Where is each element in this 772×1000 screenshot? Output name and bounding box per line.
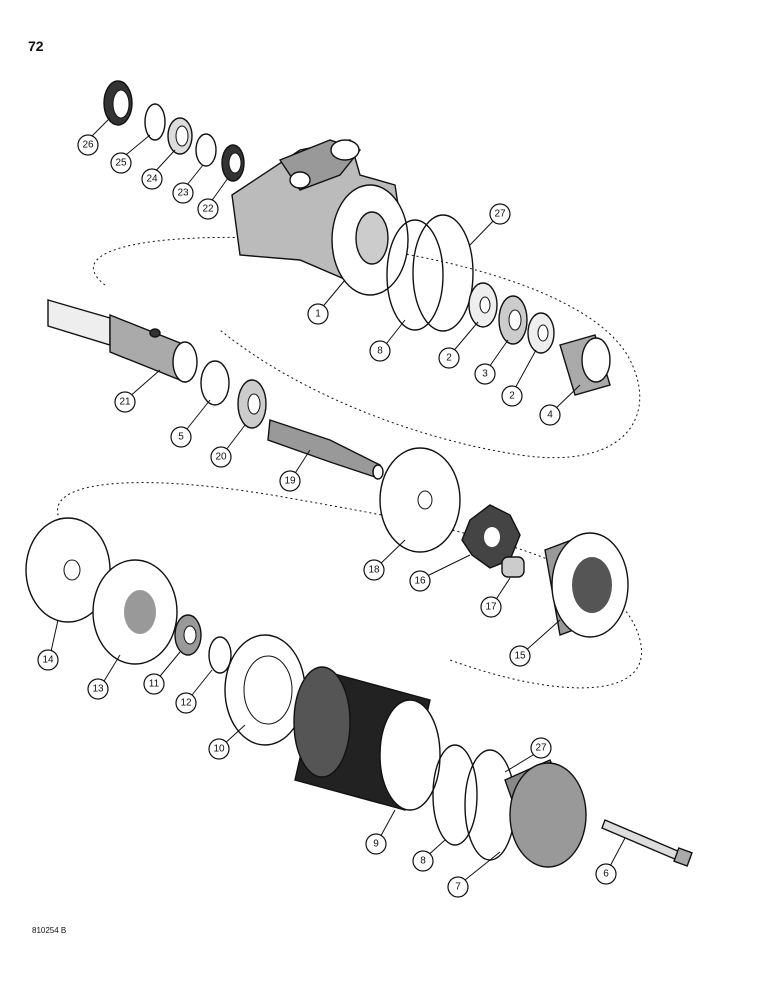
part-2-washer-b [527,312,555,354]
part-8-seal-ring-lower [432,744,478,846]
part-27-ring-lower [464,749,516,861]
part-14-end-plate [25,517,111,623]
svg-text:18: 18 [368,565,380,576]
callout-23: 23 [172,182,194,204]
part-20-needle-bearing [237,379,267,429]
callout-8-lower: 8 [412,850,434,872]
callout-27-upper: 27 [489,203,511,225]
part-10-spacer-plate [224,634,306,746]
svg-text:8: 8 [420,856,426,867]
svg-text:10: 10 [213,744,225,755]
svg-text:1: 1 [315,309,321,320]
svg-text:2: 2 [446,353,452,364]
callout-7: 7 [447,876,469,898]
svg-text:25: 25 [115,158,127,169]
svg-text:15: 15 [514,651,526,662]
svg-text:17: 17 [485,602,497,613]
part-11-bearing [174,614,202,656]
svg-text:6: 6 [603,869,609,880]
part-18-plate [379,447,461,553]
part-1-housing [231,139,409,296]
callout-2-a: 2 [438,347,460,369]
svg-text:16: 16 [414,576,426,587]
svg-text:19: 19 [284,476,296,487]
svg-text:4: 4 [547,410,553,421]
part-9-body-sleeve [293,666,441,811]
callout-9: 9 [365,833,387,855]
part-15-gerotor [544,532,629,638]
svg-text:3: 3 [482,369,488,380]
part-4-bushing [559,334,611,396]
part-12-ring [208,636,232,674]
callout-3: 3 [474,363,496,385]
svg-text:23: 23 [177,188,189,199]
part-22-seal [221,144,245,182]
part-25-snap-ring [144,103,166,141]
callout-5: 5 [170,426,192,448]
callout-4: 4 [539,404,561,426]
svg-text:27: 27 [494,209,506,220]
assembly-guide-lower [57,482,643,689]
callout-6: 6 [595,863,617,885]
svg-text:27: 27 [535,743,547,754]
part-19-drive-link [267,419,384,480]
callout-13: 13 [87,678,109,700]
svg-text:8: 8 [377,346,383,357]
callout-10: 10 [208,738,230,760]
callout-21: 21 [114,391,136,413]
part-5-bearing-race [200,360,230,406]
callout-20: 20 [210,446,232,468]
svg-text:21: 21 [119,397,131,408]
callout-19: 19 [279,470,301,492]
part-17-pin [501,556,525,578]
callout-11: 11 [143,673,165,695]
part-26-seal [103,80,133,126]
svg-text:7: 7 [455,882,461,893]
callout-15: 15 [509,645,531,667]
callout-12: 12 [175,692,197,714]
svg-text:2: 2 [509,391,515,402]
callout-27-lower: 27 [530,737,552,759]
svg-text:24: 24 [146,174,158,185]
svg-text:12: 12 [180,698,192,709]
svg-text:11: 11 [149,679,160,690]
part-6-bolt [601,819,693,867]
part-3-thrust-bearing [498,295,528,345]
callout-17: 17 [480,596,502,618]
part-27-ring-upper [412,214,474,332]
part-7-end-cap [504,759,587,868]
callout-8-upper: 8 [369,340,391,362]
svg-text:13: 13 [92,684,104,695]
callout-24: 24 [141,168,163,190]
part-21-shaft [47,299,198,384]
callout-14: 14 [37,649,59,671]
part-2-washer-a [468,282,498,328]
part-13-valve-plate [92,559,178,665]
svg-text:5: 5 [178,432,184,443]
part-24-washer [167,117,193,155]
callout-22: 22 [197,198,219,220]
figure-code: 810254 B [32,926,67,935]
part-23-ring [195,133,217,167]
callout-18: 18 [363,559,385,581]
callout-25: 25 [110,152,132,174]
svg-text:22: 22 [202,204,214,215]
callout-26: 26 [77,134,99,156]
page-number: 72 [28,38,44,54]
callout-16: 16 [409,570,431,592]
callout-1: 1 [307,303,329,325]
svg-text:26: 26 [82,140,94,151]
part-8-seal-ring-upper [386,219,444,331]
svg-text:9: 9 [373,839,379,850]
svg-text:14: 14 [42,655,54,666]
callout-2-b: 2 [501,385,523,407]
svg-text:20: 20 [215,452,227,463]
